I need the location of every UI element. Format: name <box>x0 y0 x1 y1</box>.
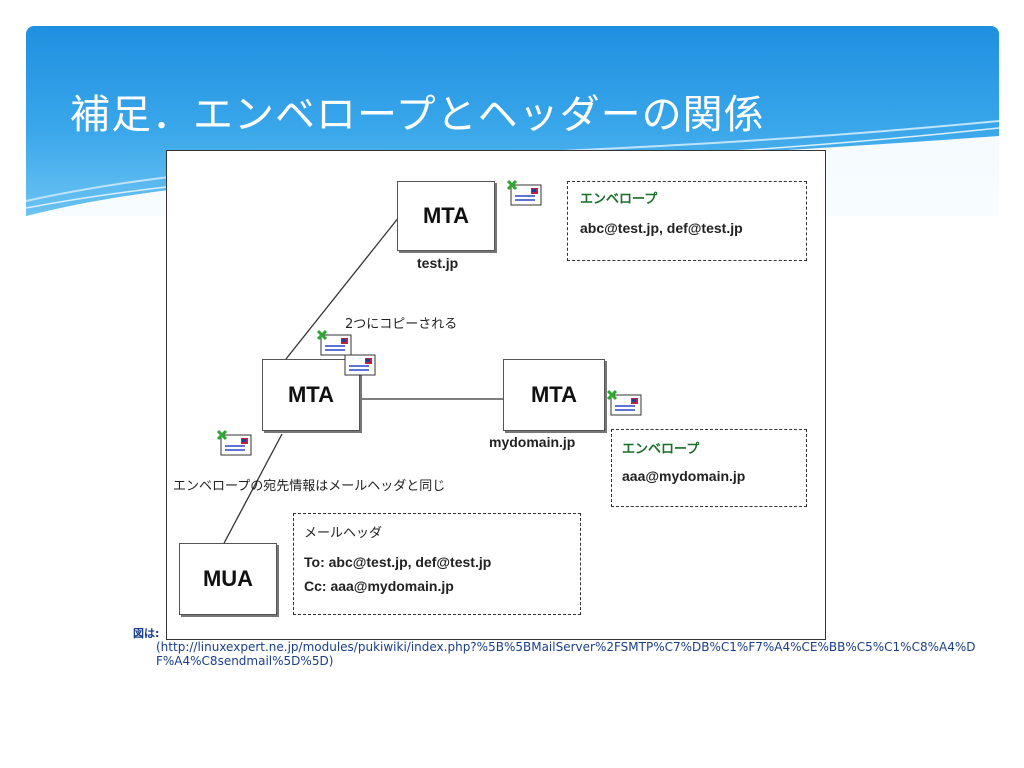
mta-top-box: MTA <box>397 181 495 251</box>
mua-box: MUA <box>179 543 277 615</box>
envelope-icon <box>217 429 252 456</box>
copy-note: 2つにコピーされる <box>345 317 458 332</box>
envelope-right-value: aaa@mydomain.jp <box>622 468 746 484</box>
envelope-icon <box>507 179 542 206</box>
envelope-icon <box>607 389 642 416</box>
envelope-top-value: abc@test.jp, def@test.jp <box>580 220 743 236</box>
mta-right-label: MTA <box>530 382 578 407</box>
mta-right-box: MTA <box>503 359 605 431</box>
same-destination-note: エンベロープの宛先情報はメールヘッダと同じ <box>173 479 446 494</box>
mail-header-cc: Cc: aaa@mydomain.jp <box>304 578 454 594</box>
envelope-header-diagram: MTA test.jp MTA MTA mydomain.jp MUA 2つにコ… <box>166 150 826 640</box>
envelope-top-box: エンベロープ abc@test.jp, def@test.jp <box>567 181 807 261</box>
mua-label: MUA <box>202 566 254 591</box>
mail-header-title: メールヘッダ <box>304 526 383 541</box>
figure-source-url: (http://linuxexpert.ne.jp/modules/pukiwi… <box>156 640 976 668</box>
mta-right-host: mydomain.jp <box>489 434 576 450</box>
mail-header-box: メールヘッダ To: abc@test.jp, def@test.jp Cc: … <box>293 513 581 615</box>
figure-caption-label: 図は: <box>133 627 160 640</box>
envelope-top-title: エンベロープ <box>580 192 658 207</box>
mta-mid-label: MTA <box>287 382 335 407</box>
mta-top-label: MTA <box>422 203 470 228</box>
envelope-right-title: エンベロープ <box>622 442 700 457</box>
mta-mid-box: MTA <box>262 359 360 431</box>
diagram-connectors <box>221 216 503 548</box>
mail-header-to: To: abc@test.jp, def@test.jp <box>304 554 492 570</box>
envelope-icon <box>317 329 352 356</box>
envelope-right-box: エンベロープ aaa@mydomain.jp <box>611 429 807 507</box>
envelope-icon <box>344 354 376 376</box>
slide-title: 補足．エンベロープとヘッダーの関係 <box>70 92 765 138</box>
mta-top-host: test.jp <box>417 255 459 271</box>
